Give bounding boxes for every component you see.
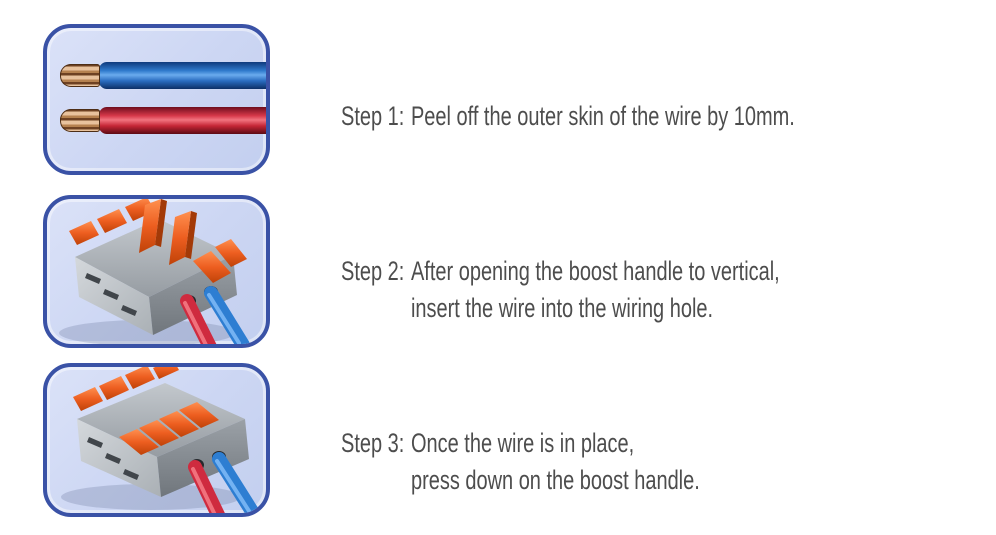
step1-illustration-panel — [43, 24, 270, 175]
blue-wire-insulation — [97, 62, 266, 89]
red-wire-copper-end — [60, 109, 100, 132]
step3-line1: Once the wire is in place, — [410, 428, 635, 458]
connector-levers-up-illustration — [59, 199, 250, 344]
step3-label: Step 3: — [341, 428, 405, 458]
step1-label: Step 1: — [341, 101, 405, 131]
step2-text: Step 2: After opening the boost handle t… — [341, 253, 780, 327]
inserted-wires — [180, 286, 250, 344]
red-wire-insulation — [97, 107, 266, 134]
step3-text: Step 3: Once the wire is in place, press… — [341, 425, 700, 499]
step2-line2: insert the wire into the wiring hole. — [410, 293, 714, 323]
step2-line1: After opening the boost handle to vertic… — [410, 256, 780, 286]
connector-levers-down-illustration — [61, 367, 260, 513]
inserted-wires — [188, 452, 260, 513]
step2-label: Step 2: — [341, 256, 405, 286]
front-levers-angled — [193, 239, 247, 283]
step1-text: Step 1: Peel off the outer skin of the w… — [341, 98, 795, 135]
connector-shadow — [59, 320, 235, 344]
boost-handles-pressed-down — [119, 402, 219, 455]
blue-wire-copper-end — [60, 64, 100, 87]
step2-illustration-panel — [43, 195, 270, 348]
connector-shadow — [61, 484, 241, 510]
step3-line2: press down on the boost handle. — [410, 465, 700, 495]
step3-illustration-panel — [43, 363, 270, 517]
step1-line1: Peel off the outer skin of the wire by 1… — [410, 101, 795, 131]
boost-handles-vertical — [139, 199, 197, 265]
rear-levers-down — [73, 367, 179, 411]
